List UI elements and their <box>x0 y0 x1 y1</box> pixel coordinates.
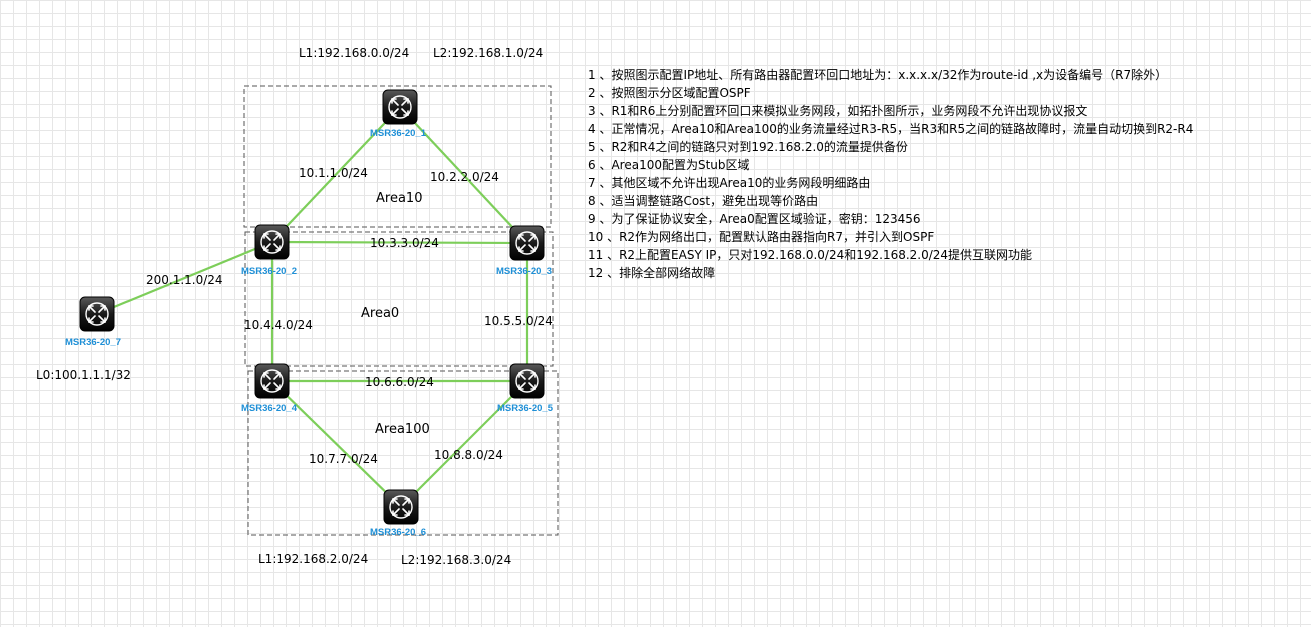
router-r2[interactable]: MSR36-20_2 <box>241 224 297 277</box>
router-r7-label: MSR36-20_7 <box>65 337 121 348</box>
link-r2-r3 <box>271 240 528 245</box>
router-r1-label: MSR36-20_1 <box>370 128 427 139</box>
router-r4[interactable]: MSR36-20_4 <box>241 363 298 414</box>
link-label-r2-r4: 10.4.4.0/24 <box>244 318 313 332</box>
link-label-r3-r5: 10.5.5.0/24 <box>484 314 553 328</box>
area10-label: Area10 <box>376 191 422 206</box>
area0-label: Area0 <box>361 306 399 321</box>
router-r7[interactable]: MSR36-20_7 <box>65 296 121 348</box>
link-r4-r6 <box>271 380 402 508</box>
requirement-item: 9 、为了保证协议安全，Area0配置区域验证，密钥：123456 <box>588 212 921 226</box>
router-r2-label: MSR36-20_2 <box>241 266 297 277</box>
subnet-label-bottom-l1: L1:192.168.2.0/24 <box>258 552 368 566</box>
router-icon <box>382 89 418 125</box>
link-label-r2-r7: 200.1.1.0/24 <box>146 273 223 287</box>
router-r4-label: MSR36-20_4 <box>241 403 298 414</box>
router-r6-label: MSR36-20_6 <box>370 527 426 538</box>
subnet-label-top-l1: L1:192.168.0.0/24 <box>299 46 409 60</box>
area100-label: Area100 <box>375 422 430 437</box>
router-r5-label: MSR36-20_5 <box>497 403 554 414</box>
area10-boundary <box>243 85 552 228</box>
requirements-list: 1 、按照图示配置IP地址、所有路由器配置环回口地址为：x.x.x.x/32作为… <box>588 66 1193 282</box>
link-label-r4-r5: 10.6.6.0/24 <box>365 375 434 389</box>
link-label-r4-r6: 10.7.7.0/24 <box>309 452 378 466</box>
link-label-r2-r3: 10.3.3.0/24 <box>370 236 439 250</box>
area0-boundary <box>244 231 554 367</box>
requirement-item: 12 、排除全部网络故障 <box>588 266 716 280</box>
requirement-item: 2 、按照图示分区域配置OSPF <box>588 86 751 100</box>
requirement-item: 5 、R2和R4之间的链路只对到192.168.2.0的流量提供备份 <box>588 140 908 154</box>
requirement-item: 4 、正常情况，Area10和Area100的业务流量经过R3-R5，当R3和R… <box>588 122 1194 136</box>
r7-loopback-label: L0:100.1.1.1/32 <box>36 368 131 382</box>
link-r1-r2 <box>271 106 401 243</box>
router-r5[interactable]: MSR36-20_5 <box>497 363 554 414</box>
area100-boundary <box>247 370 559 536</box>
router-icon <box>79 296 115 332</box>
router-icon <box>509 363 545 399</box>
router-r3-label: MSR36-20_3 <box>496 266 552 277</box>
router-icon <box>254 363 290 399</box>
requirement-item: 6 、Area100配置为Stub区域 <box>588 158 750 172</box>
requirement-item: 3 、R1和R6上分别配置环回口来模拟业务网段，如拓扑图所示，业务网段不允许出现… <box>588 104 1088 118</box>
link-label-r1-r2: 10.1.1.0/24 <box>299 166 368 180</box>
router-icon <box>509 225 545 261</box>
link-label-r1-r3: 10.2.2.0/24 <box>430 170 499 184</box>
link-r1-r3 <box>399 106 528 244</box>
subnet-label-top-l2: L2:192.168.1.0/24 <box>433 46 543 60</box>
requirement-item: 10 、R2作为网络出口，配置默认路由器指向R7，并引入到OSPF <box>588 230 935 244</box>
link-r2-r7 <box>96 240 273 316</box>
subnet-label-bottom-l2: L2:192.168.3.0/24 <box>401 553 511 567</box>
router-r3[interactable]: MSR36-20_3 <box>496 225 552 277</box>
requirement-item: 11 、R2上配置EASY IP，只对192.168.0.0/24和192.16… <box>588 248 1033 262</box>
link-r5-r6 <box>400 380 528 508</box>
requirement-item: 8 、适当调整链路Cost，避免出现等价路由 <box>588 194 819 208</box>
router-r6[interactable]: MSR36-20_6 <box>370 489 426 538</box>
requirement-item: 1 、按照图示配置IP地址、所有路由器配置环回口地址为：x.x.x.x/32作为… <box>588 68 1168 82</box>
requirement-item: 7 、其他区域不允许出现Area10的业务网段明细路由 <box>588 176 871 190</box>
link-label-r5-r6: 10.8.8.0/24 <box>434 448 503 462</box>
router-icon <box>254 224 290 260</box>
router-r1[interactable]: MSR36-20_1 <box>370 89 427 139</box>
router-icon <box>383 489 419 525</box>
